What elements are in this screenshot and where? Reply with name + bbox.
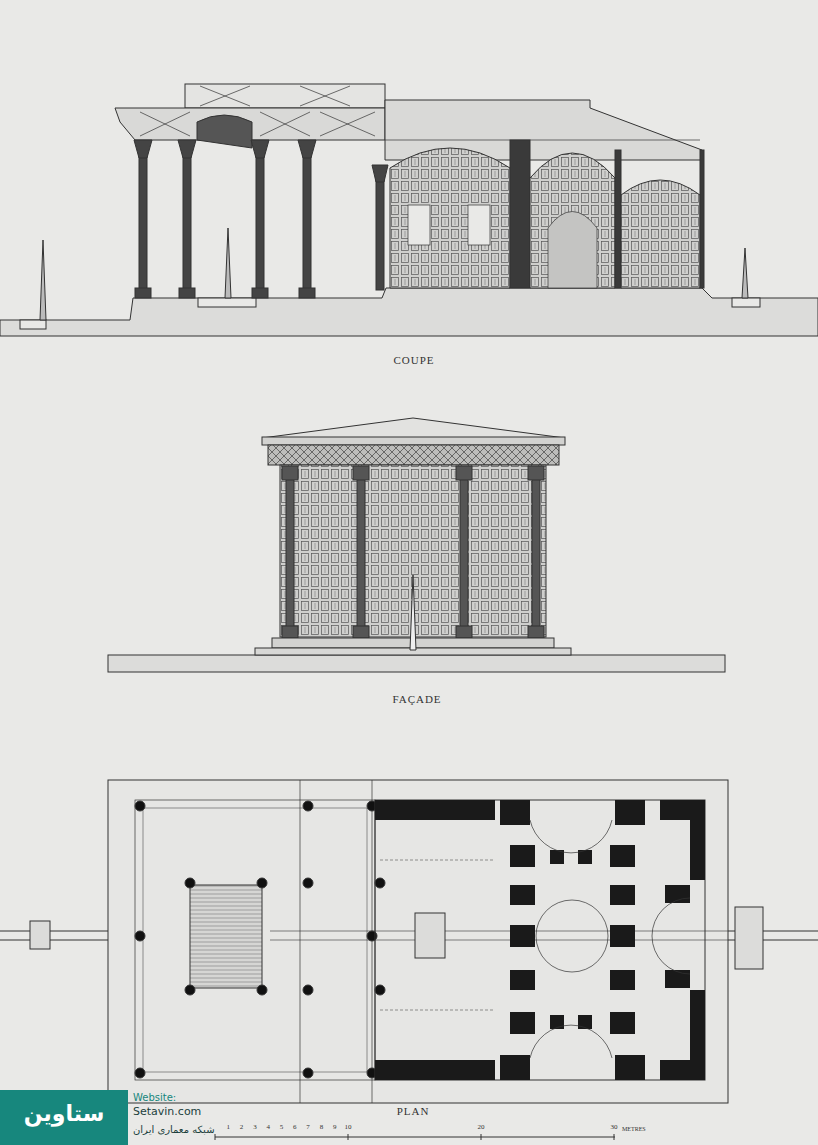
scale-bar <box>215 1134 615 1140</box>
scale-number: 8 <box>320 1124 324 1132</box>
scale-number: 5 <box>280 1124 284 1132</box>
watermark-box <box>0 1090 128 1145</box>
watermark-text: شبکه معماری ایران <box>133 1124 215 1135</box>
scale-number: 6 <box>293 1124 297 1132</box>
scale-number: 3 <box>253 1124 257 1132</box>
scale-number: 7 <box>306 1124 310 1132</box>
watermark-text: Website: <box>133 1092 176 1103</box>
scale-unit: METRES <box>622 1126 646 1133</box>
scale-number: 10 <box>345 1124 352 1132</box>
view-title: PLAN <box>397 1105 430 1117</box>
scale-number: 9 <box>333 1124 337 1132</box>
section-drawing <box>0 84 818 336</box>
scale-number: 20 <box>478 1124 485 1132</box>
plan-drawing <box>0 780 818 1103</box>
scale-number: 30 <box>611 1124 618 1132</box>
view-title: FAÇADE <box>392 693 441 705</box>
scale-number: 2 <box>240 1124 244 1132</box>
watermark-text: Setavin.com <box>133 1106 201 1118</box>
watermark-logo: ستاوین <box>24 1102 105 1126</box>
view-title: COUPE <box>393 354 434 366</box>
facade-drawing <box>108 418 725 672</box>
scale-number: 1 <box>227 1124 231 1132</box>
scale-number: 4 <box>266 1124 270 1132</box>
